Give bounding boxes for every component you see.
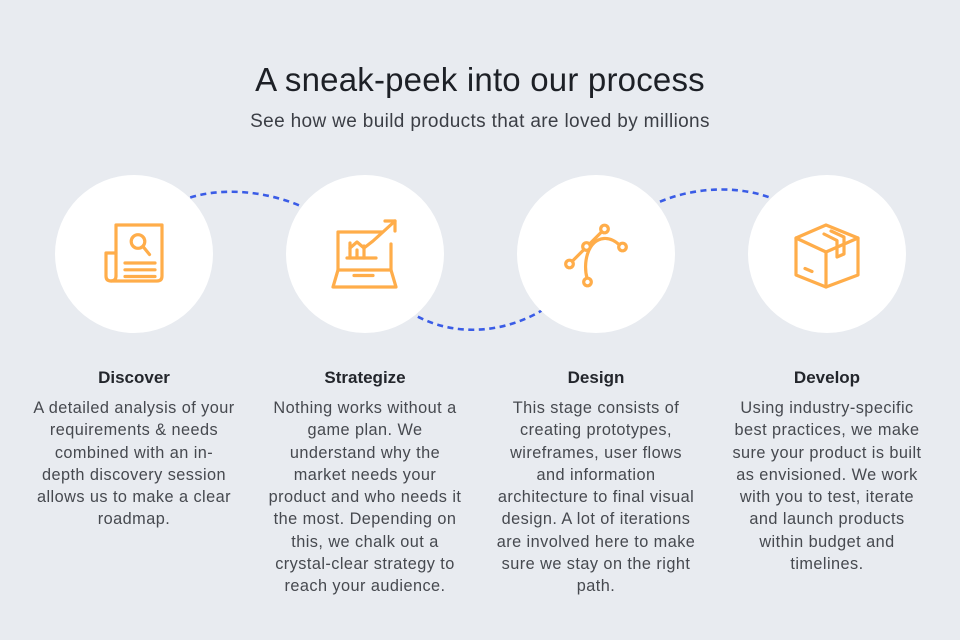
document-search-icon (104, 223, 164, 283)
laptop-growth-chart-icon (331, 219, 398, 289)
step-title: Develop (793, 368, 861, 387)
process-step-design: Design This stage consists of creating p… (481, 0, 711, 640)
process-step-develop: Develop Using industry-specific best pra… (712, 0, 942, 640)
step-icon-circle (748, 175, 906, 333)
package-box-icon (794, 223, 860, 289)
step-title: Strategize (324, 368, 406, 387)
step-description: This stage consists of creating prototyp… (496, 399, 696, 596)
process-step-discover: Discover A detailed analysis of your req… (19, 0, 249, 640)
process-step-strategize: Strategize Nothing works without a game … (250, 0, 480, 640)
bezier-pen-tool-icon (564, 223, 628, 288)
section-subtitle: See how we build products that are loved… (250, 111, 710, 132)
step-description: A detailed analysis of your requirements… (33, 399, 235, 529)
step-icon-circle (286, 175, 444, 333)
step-icon-circle (517, 175, 675, 333)
step-title: Design (567, 368, 625, 387)
step-description: Using industry-specific best practices, … (732, 399, 922, 574)
step-icon-circle (55, 175, 213, 333)
section-title: A sneak-peek into our process (255, 61, 705, 98)
step-description: Nothing works without a game plan. We un… (268, 399, 462, 596)
step-title: Discover (98, 368, 170, 387)
